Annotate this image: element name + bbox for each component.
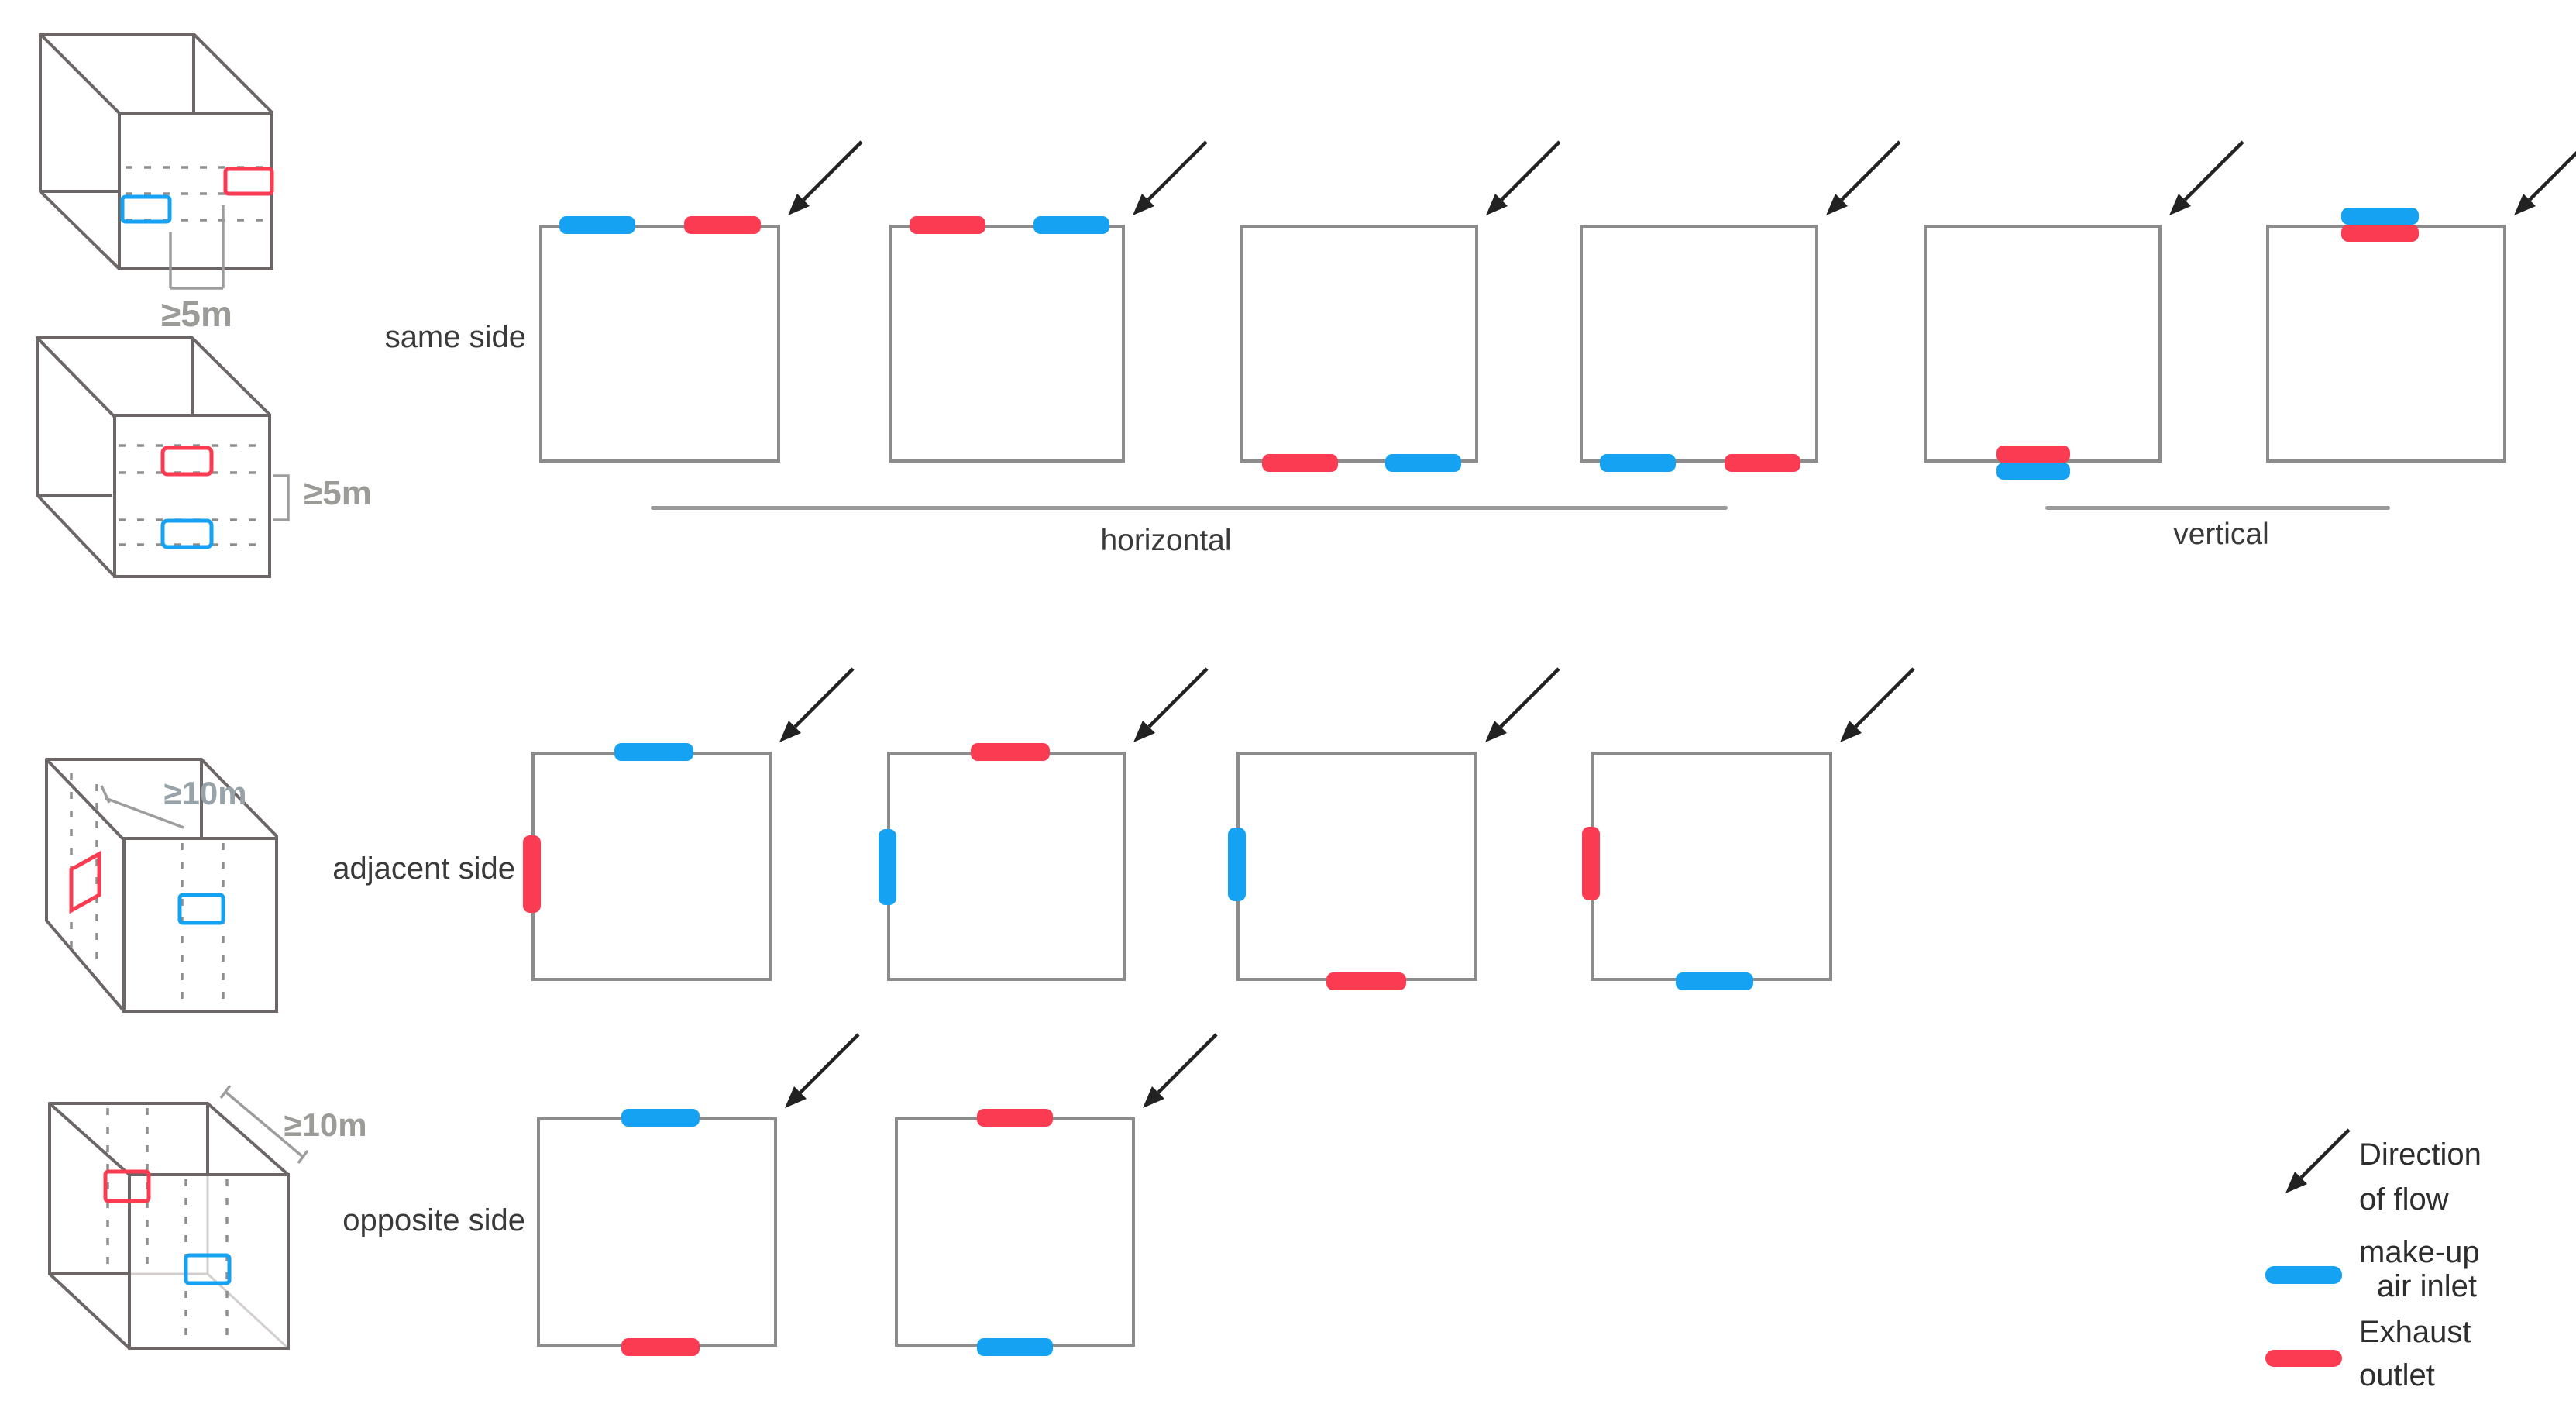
row-label-opposite-side: opposite side (342, 1203, 525, 1237)
room-square-opposite-side-2 (895, 1117, 1135, 1347)
flow-arrow-icon (1133, 140, 1208, 215)
flow-arrow-icon (1840, 667, 1915, 742)
distance-label-5m-horizontal: ≥5m (161, 294, 232, 334)
exhaust-outlet-bar-top (684, 216, 761, 234)
room-square-same-side-horizontal-2 (889, 225, 1125, 463)
make-up-air-inlet-bar-top (1033, 216, 1109, 234)
make-up-air-inlet-bar-bottom (1676, 972, 1753, 990)
flow-arrow-icon (2514, 150, 2576, 215)
room-square-same-side-horizontal-4 (1580, 225, 1818, 463)
make-up-air-inlet-bar-bottom (977, 1338, 1053, 1356)
row-label-adjacent-side: adjacent side (332, 852, 515, 886)
legend-inlet-label-line1: make-up (2359, 1235, 2480, 1269)
legend-exhaust-label-line1: Exhaust (2359, 1315, 2471, 1349)
legend-inlet-swatch (2265, 1266, 2342, 1284)
inlet-window (177, 893, 225, 925)
room-square-adjacent-side-4 (1591, 752, 1832, 981)
exhaust-outlet-bar-top (910, 216, 985, 234)
horizontal-group-label: horizontal (1100, 524, 1232, 557)
exhaust-window (223, 167, 274, 196)
exhaust-outlet-bar-left (1582, 827, 1600, 900)
flow-arrow-icon (785, 1033, 860, 1108)
flow-arrow-icon (1485, 667, 1560, 742)
flow-arrow-icon (2285, 1128, 2351, 1193)
flow-arrow-icon (1143, 1033, 1218, 1108)
inlet-window (160, 518, 214, 549)
vertical-group-label: vertical (2173, 518, 2269, 551)
exhaust-outlet-bar-left (523, 835, 541, 913)
make-up-air-inlet-bar-bottom (1385, 454, 1461, 472)
row-label-same-side: same side (384, 320, 526, 354)
room-square-adjacent-side-1 (531, 752, 772, 981)
exhaust-outlet-bar-bottom (1262, 454, 1338, 472)
legend-inlet-label-line2: air inlet (2377, 1269, 2477, 1303)
exhaust-window (103, 1169, 151, 1203)
room-square-same-side-horizontal-1 (539, 225, 780, 463)
exhaust-window (69, 850, 101, 914)
exhaust-outlet-bar-top (977, 1109, 1053, 1127)
room-square-opposite-side-1 (537, 1117, 777, 1347)
legend-exhaust-swatch (2265, 1350, 2342, 1367)
box-10m-adjacent (45, 758, 278, 1013)
exhaust-outlet-bar-bottom (621, 1338, 700, 1356)
flow-arrow-icon (1826, 140, 1901, 215)
vertical-group-line (2045, 506, 2390, 510)
room-square-same-side-vertical-1 (1924, 225, 2162, 463)
legend-direction-label-line1: Direction (2359, 1137, 2481, 1172)
flow-arrow-icon (779, 667, 855, 742)
box-5m-horizontal (39, 33, 274, 290)
legend-exhaust-label-line2: outlet (2359, 1358, 2435, 1392)
distance-label-10m-adjacent: ≥10m (163, 775, 247, 811)
horizontal-group-line (651, 506, 1728, 510)
make-up-air-inlet-bar-left (1228, 828, 1246, 901)
distance-label-10m-opposite: ≥10m (284, 1107, 367, 1143)
exhaust-outlet-bar-top (2341, 225, 2419, 242)
flow-arrow-icon (1486, 140, 1561, 215)
exhaust-outlet-bar-top (971, 743, 1050, 761)
room-square-same-side-horizontal-3 (1240, 225, 1478, 463)
exhaust-outlet-bar-bottom (1725, 454, 1800, 472)
make-up-air-inlet-bar-top (621, 1109, 700, 1127)
box-5m-vertical (36, 336, 290, 578)
flow-arrow-icon (788, 140, 863, 215)
flow-arrow-icon (2169, 140, 2244, 215)
make-up-air-inlet-bar-top (2341, 208, 2419, 225)
exhaust-outlet-bar-bottom (1326, 972, 1406, 990)
make-up-air-inlet-bar-bottom (1600, 454, 1676, 472)
room-square-same-side-vertical-2 (2266, 225, 2506, 463)
room-square-adjacent-side-3 (1236, 752, 1477, 981)
make-up-air-inlet-bar-top (559, 216, 635, 234)
make-up-air-inlet-bar-bottom (1996, 463, 2070, 480)
distance-label-5m-vertical: ≥5m (304, 474, 372, 512)
exhaust-window (160, 446, 214, 477)
inlet-window (184, 1253, 232, 1285)
make-up-air-inlet-bar-left (879, 829, 896, 905)
make-up-air-inlet-bar-top (614, 743, 693, 761)
room-square-adjacent-side-2 (887, 752, 1126, 981)
legend-direction-label-line2: of flow (2359, 1182, 2449, 1217)
exhaust-outlet-bar-bottom (1996, 446, 2070, 463)
inlet-window (120, 194, 172, 224)
flow-arrow-icon (1133, 667, 1209, 742)
box-10m-opposite (48, 1084, 309, 1350)
